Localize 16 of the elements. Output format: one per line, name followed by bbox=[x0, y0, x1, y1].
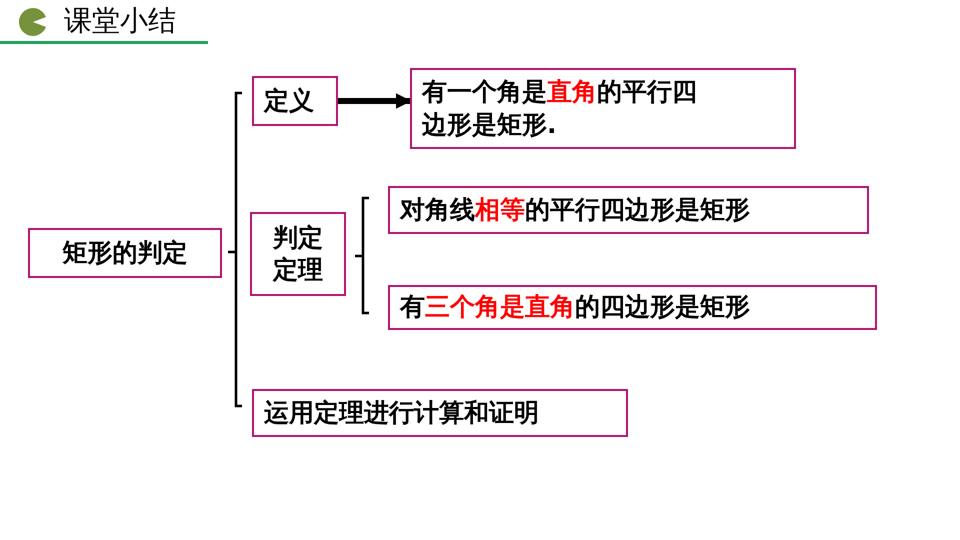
node-text: 运用定理进行计算和证明 bbox=[264, 396, 539, 429]
text-box bbox=[388, 285, 877, 330]
text-box bbox=[252, 76, 338, 126]
text-box bbox=[410, 68, 796, 149]
text-box bbox=[250, 212, 346, 296]
slide-title: 课堂小结 bbox=[64, 3, 176, 39]
node-text: 有三个角是直角的四边形是矩形 bbox=[400, 291, 750, 324]
node-text: 有一个角是直角的平行四边形是矩形. bbox=[422, 76, 698, 140]
arrow bbox=[338, 93, 412, 109]
node-text: 对角线相等的平行四边形是矩形 bbox=[400, 194, 750, 226]
node-text: 定义 bbox=[264, 84, 314, 117]
node-text: 矩形的判定 bbox=[62, 236, 188, 269]
text-box bbox=[28, 228, 222, 278]
text-box bbox=[252, 389, 628, 437]
text-box bbox=[388, 186, 869, 234]
node-text: 判定定理 bbox=[273, 222, 323, 286]
